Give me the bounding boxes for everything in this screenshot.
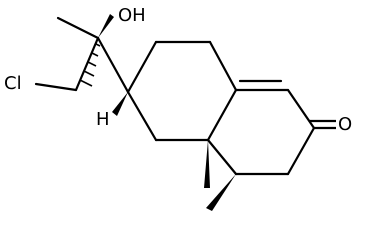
chloro-label: Cl [4,73,22,94]
bond-ring-c5-c7 [126,90,158,142]
bond-ring-c9-c8a [208,40,238,92]
wedge-bond-angular-methyl [204,140,210,188]
bond-quaternary-to-ch2 [74,36,100,92]
molecule-diagram: OH Cl H O [2,4,358,211]
bond-ring-c8a-c4a [206,88,238,142]
bond-ring-c7-c8 [126,40,158,94]
ketone-oxygen-label: O [338,114,352,135]
bond-quaternary-to-ring-c7 [96,36,130,94]
hashed-bond-ch2 [79,43,101,87]
wedge-bond-oh [98,14,114,38]
cl-label-bg [2,72,32,94]
wedge-bond-h [112,92,128,116]
hydroxyl-label: OH [118,5,146,26]
bond-ring-c2-c3 [286,126,316,176]
bond-ring-c1-c2 [286,88,316,130]
hydrogen-label: H [96,109,110,130]
o-label-bg [336,113,358,135]
bond-ch2-to-cl [34,82,78,92]
wedge-bond-c4-methyl [206,174,236,211]
skeletal-structure: OH Cl H O [2,4,358,211]
h-label-bg [94,108,112,130]
bond-c-methyl-to-quaternary [56,16,100,40]
oh-label-bg [116,4,146,26]
bond-ring-c4-c4a [206,138,238,176]
